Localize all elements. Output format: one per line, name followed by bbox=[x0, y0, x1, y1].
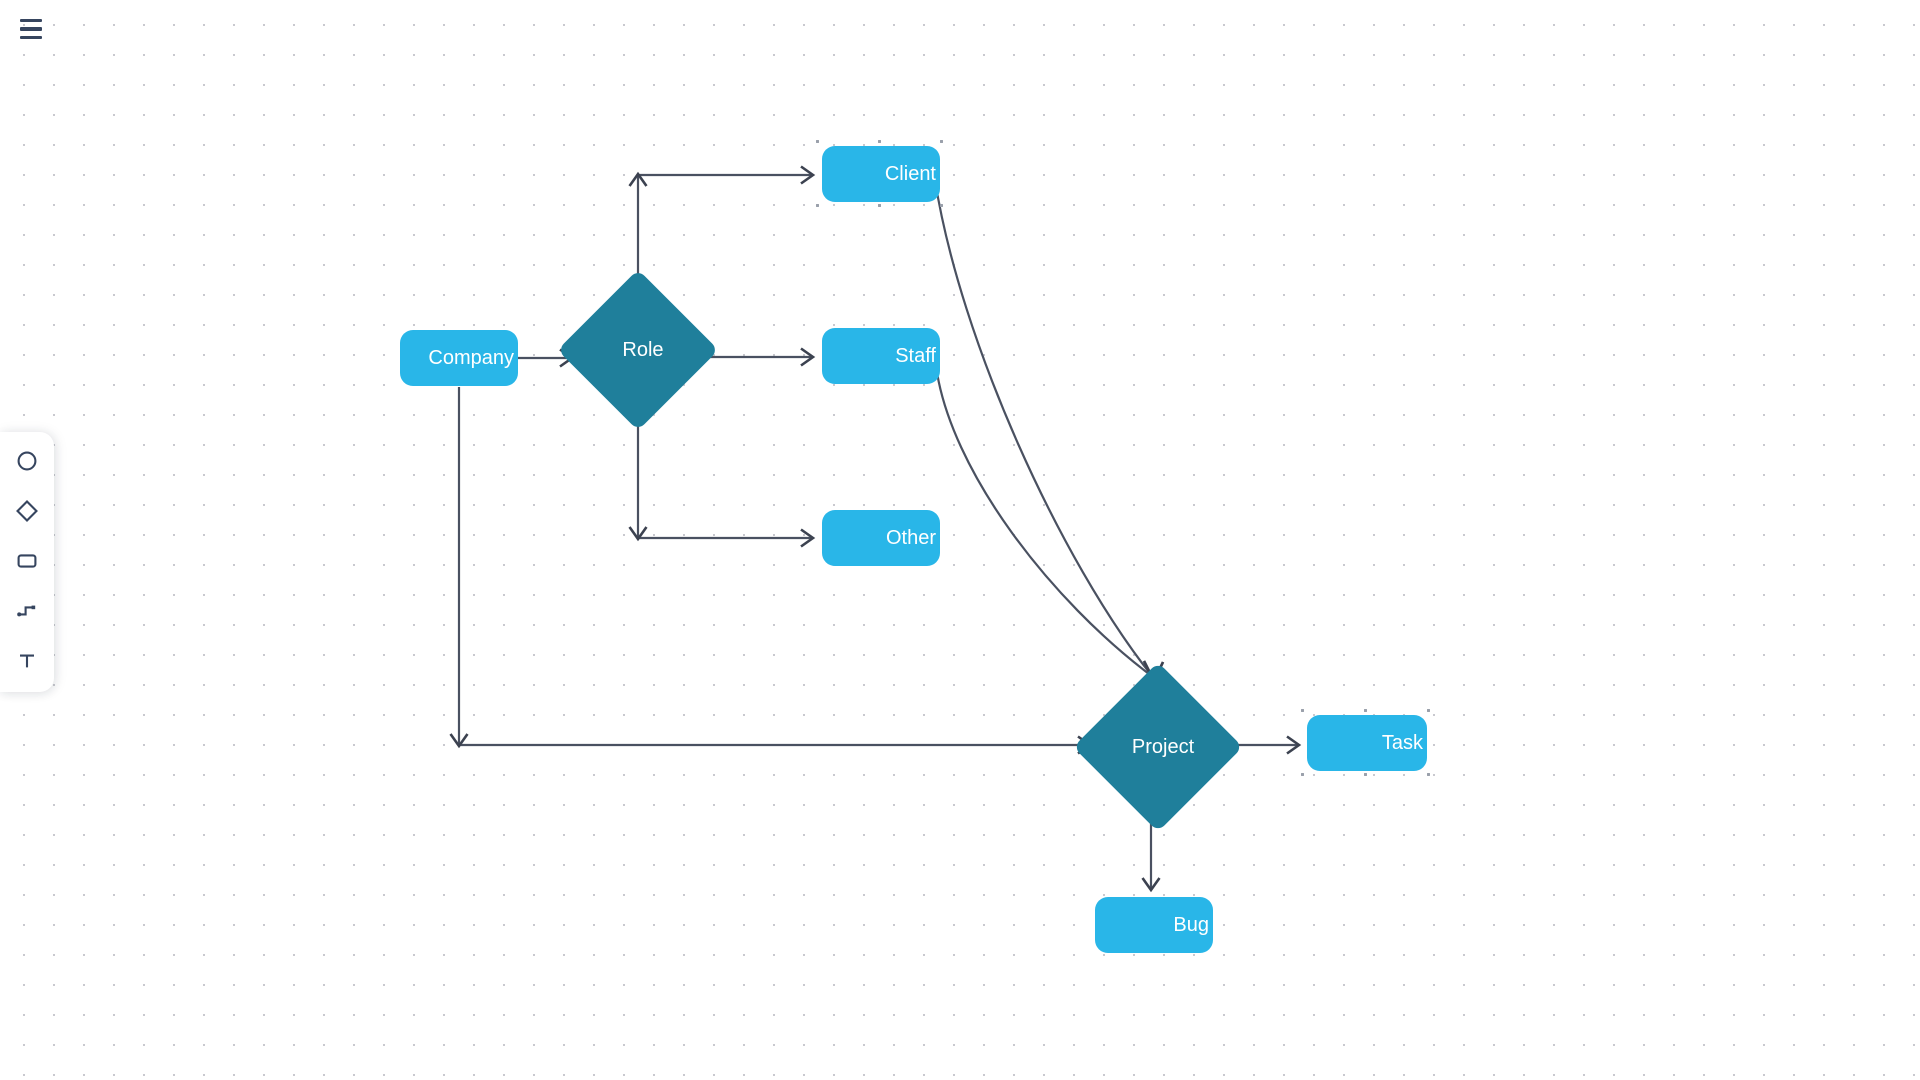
node-staff-label: Staff bbox=[895, 345, 936, 367]
edge-staff-project[interactable] bbox=[934, 365, 1165, 684]
hamburger-menu-icon[interactable] bbox=[14, 12, 48, 46]
node-other-label: Other bbox=[885, 527, 936, 549]
node-company-label: Company bbox=[428, 347, 514, 369]
tool-text[interactable] bbox=[10, 646, 44, 676]
node-role-label: Role bbox=[622, 339, 664, 361]
node-project-label: Project bbox=[1131, 736, 1195, 758]
node-staff[interactable]: Staff bbox=[822, 328, 940, 384]
node-other[interactable]: Other bbox=[822, 510, 940, 566]
circle-icon bbox=[15, 449, 39, 473]
node-task[interactable]: Task bbox=[1301, 709, 1430, 776]
node-role[interactable]: Role bbox=[557, 269, 719, 431]
tool-connector[interactable] bbox=[10, 596, 44, 626]
edge-role-other[interactable] bbox=[628, 407, 816, 548]
node-task-shape[interactable]: Task bbox=[1307, 715, 1427, 771]
node-company-shape[interactable]: Company bbox=[400, 330, 518, 386]
menu-bar-2 bbox=[20, 27, 42, 31]
node-client-label: Client bbox=[884, 163, 936, 185]
connector-line-icon bbox=[15, 599, 39, 623]
text-tool-icon bbox=[15, 649, 39, 673]
node-bug[interactable]: Bug bbox=[1095, 897, 1213, 953]
node-client[interactable]: Client bbox=[816, 140, 943, 207]
node-project[interactable]: Project bbox=[1073, 662, 1243, 832]
tool-ellipse[interactable] bbox=[10, 446, 44, 476]
edge-client-project[interactable] bbox=[933, 179, 1165, 684]
node-staff-shape[interactable]: Staff bbox=[822, 328, 940, 384]
edge-company-project[interactable] bbox=[449, 387, 1093, 755]
tool-rectangle[interactable] bbox=[10, 546, 44, 576]
shape-toolbar[interactable] bbox=[0, 432, 54, 692]
node-other-shape[interactable]: Other bbox=[822, 510, 940, 566]
node-client-shape[interactable]: Client bbox=[822, 146, 940, 202]
node-task-label: Task bbox=[1381, 732, 1423, 754]
edge-role-client[interactable] bbox=[628, 165, 816, 294]
menu-bar-1 bbox=[20, 19, 42, 23]
tool-diamond[interactable] bbox=[10, 496, 44, 526]
diamond-icon bbox=[15, 499, 39, 523]
node-bug-shape[interactable]: Bug bbox=[1095, 897, 1213, 953]
edge-role-staff[interactable] bbox=[698, 347, 816, 367]
node-bug-label: Bug bbox=[1173, 914, 1209, 936]
menu-bar-3 bbox=[20, 35, 42, 39]
rectangle-icon bbox=[15, 549, 39, 573]
node-company[interactable]: Company bbox=[400, 330, 518, 386]
